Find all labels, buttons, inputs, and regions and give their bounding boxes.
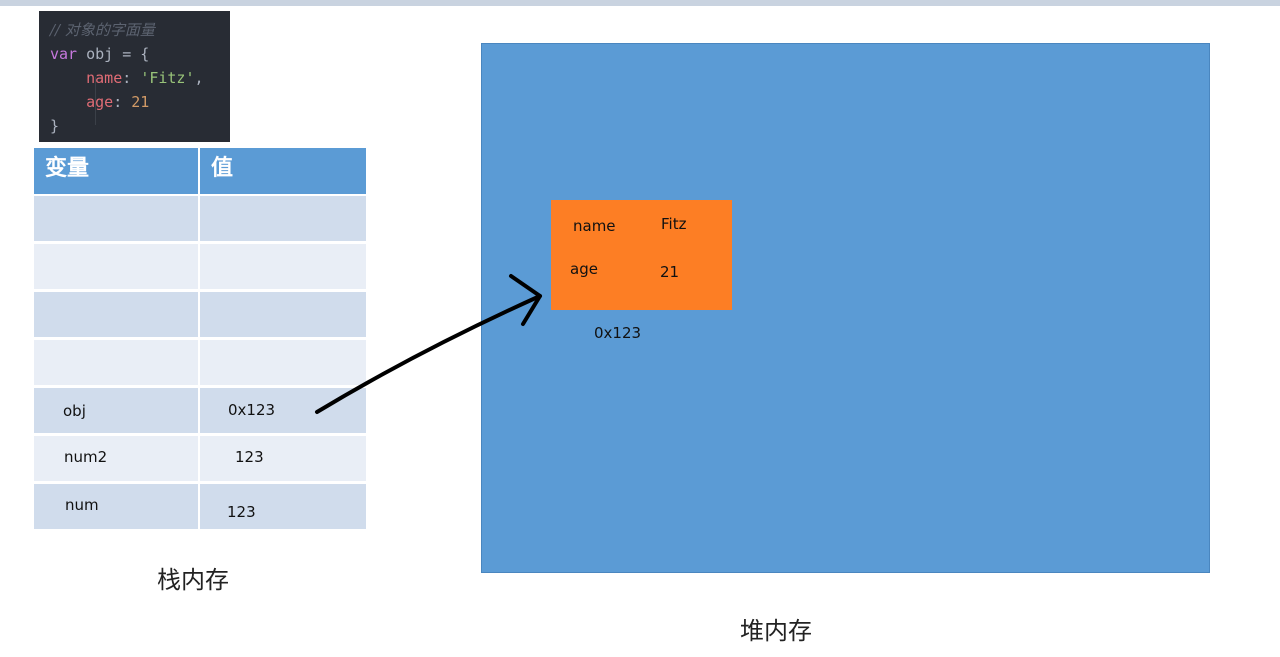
table-row: obj 0x123 <box>34 388 366 433</box>
header-divider <box>198 148 200 194</box>
value-cell <box>200 196 366 241</box>
table-row <box>34 244 366 289</box>
variable-cell: obj <box>34 388 198 433</box>
field-value-age: 21 <box>660 263 680 281</box>
code-token: // 对象的字面量 <box>50 21 155 39</box>
value-cell <box>200 244 366 289</box>
heap-object-address: 0x123 <box>594 324 642 342</box>
variable-cell <box>34 292 198 337</box>
variable-cell: num2 <box>34 436 198 481</box>
code-line: age: 21 <box>50 90 149 114</box>
code-snippet: // 对象的字面量 var obj = { name: 'Fitz', age: … <box>39 11 230 142</box>
variable-value: 123 <box>235 448 264 466</box>
code-token: name <box>50 69 123 87</box>
code-token: , <box>194 69 204 87</box>
variable-cell <box>34 340 198 385</box>
variable-value: 123 <box>227 503 256 521</box>
heap-object <box>551 200 732 310</box>
code-line: name: 'Fitz', <box>50 66 204 90</box>
top-bar <box>0 0 1280 6</box>
code-token: 21 <box>131 93 150 111</box>
field-key-age: age <box>570 260 598 278</box>
code-token: 'Fitz' <box>140 69 195 87</box>
table-row: num 123 <box>34 484 366 529</box>
header-variable: 变量 <box>45 156 90 181</box>
code-line: } <box>50 114 59 138</box>
table-header: 变量 值 <box>34 148 366 194</box>
code-token: : <box>122 69 141 87</box>
value-cell: 0x123 <box>200 388 366 433</box>
table-row <box>34 292 366 337</box>
code-token: } <box>50 117 60 135</box>
code-token: : <box>113 93 132 111</box>
variable-name: num2 <box>64 448 108 466</box>
indent-guide <box>95 77 96 125</box>
table-row: num2 123 <box>34 436 366 481</box>
code-line: var obj = { <box>50 42 149 66</box>
code-token: var <box>50 45 78 63</box>
value-cell <box>200 292 366 337</box>
header-value: 值 <box>211 156 234 181</box>
variable-value: 0x123 <box>228 401 276 419</box>
code-token: obj = { <box>77 45 150 63</box>
field-key-name: name <box>573 217 616 235</box>
variable-name: num <box>65 496 99 514</box>
variable-cell <box>34 196 198 241</box>
code-token: age <box>50 93 114 111</box>
heap-memory-label: 堆内存 <box>740 617 812 645</box>
field-value-name: Fitz <box>661 215 687 233</box>
stack-memory-label: 栈内存 <box>157 566 229 594</box>
code-line: // 对象的字面量 <box>50 18 155 42</box>
value-cell <box>200 340 366 385</box>
value-cell: 123 <box>200 484 366 529</box>
variable-cell <box>34 244 198 289</box>
value-cell: 123 <box>200 436 366 481</box>
table-row <box>34 196 366 241</box>
variable-cell: num <box>34 484 198 529</box>
variable-name: obj <box>63 402 86 420</box>
table-row <box>34 340 366 385</box>
